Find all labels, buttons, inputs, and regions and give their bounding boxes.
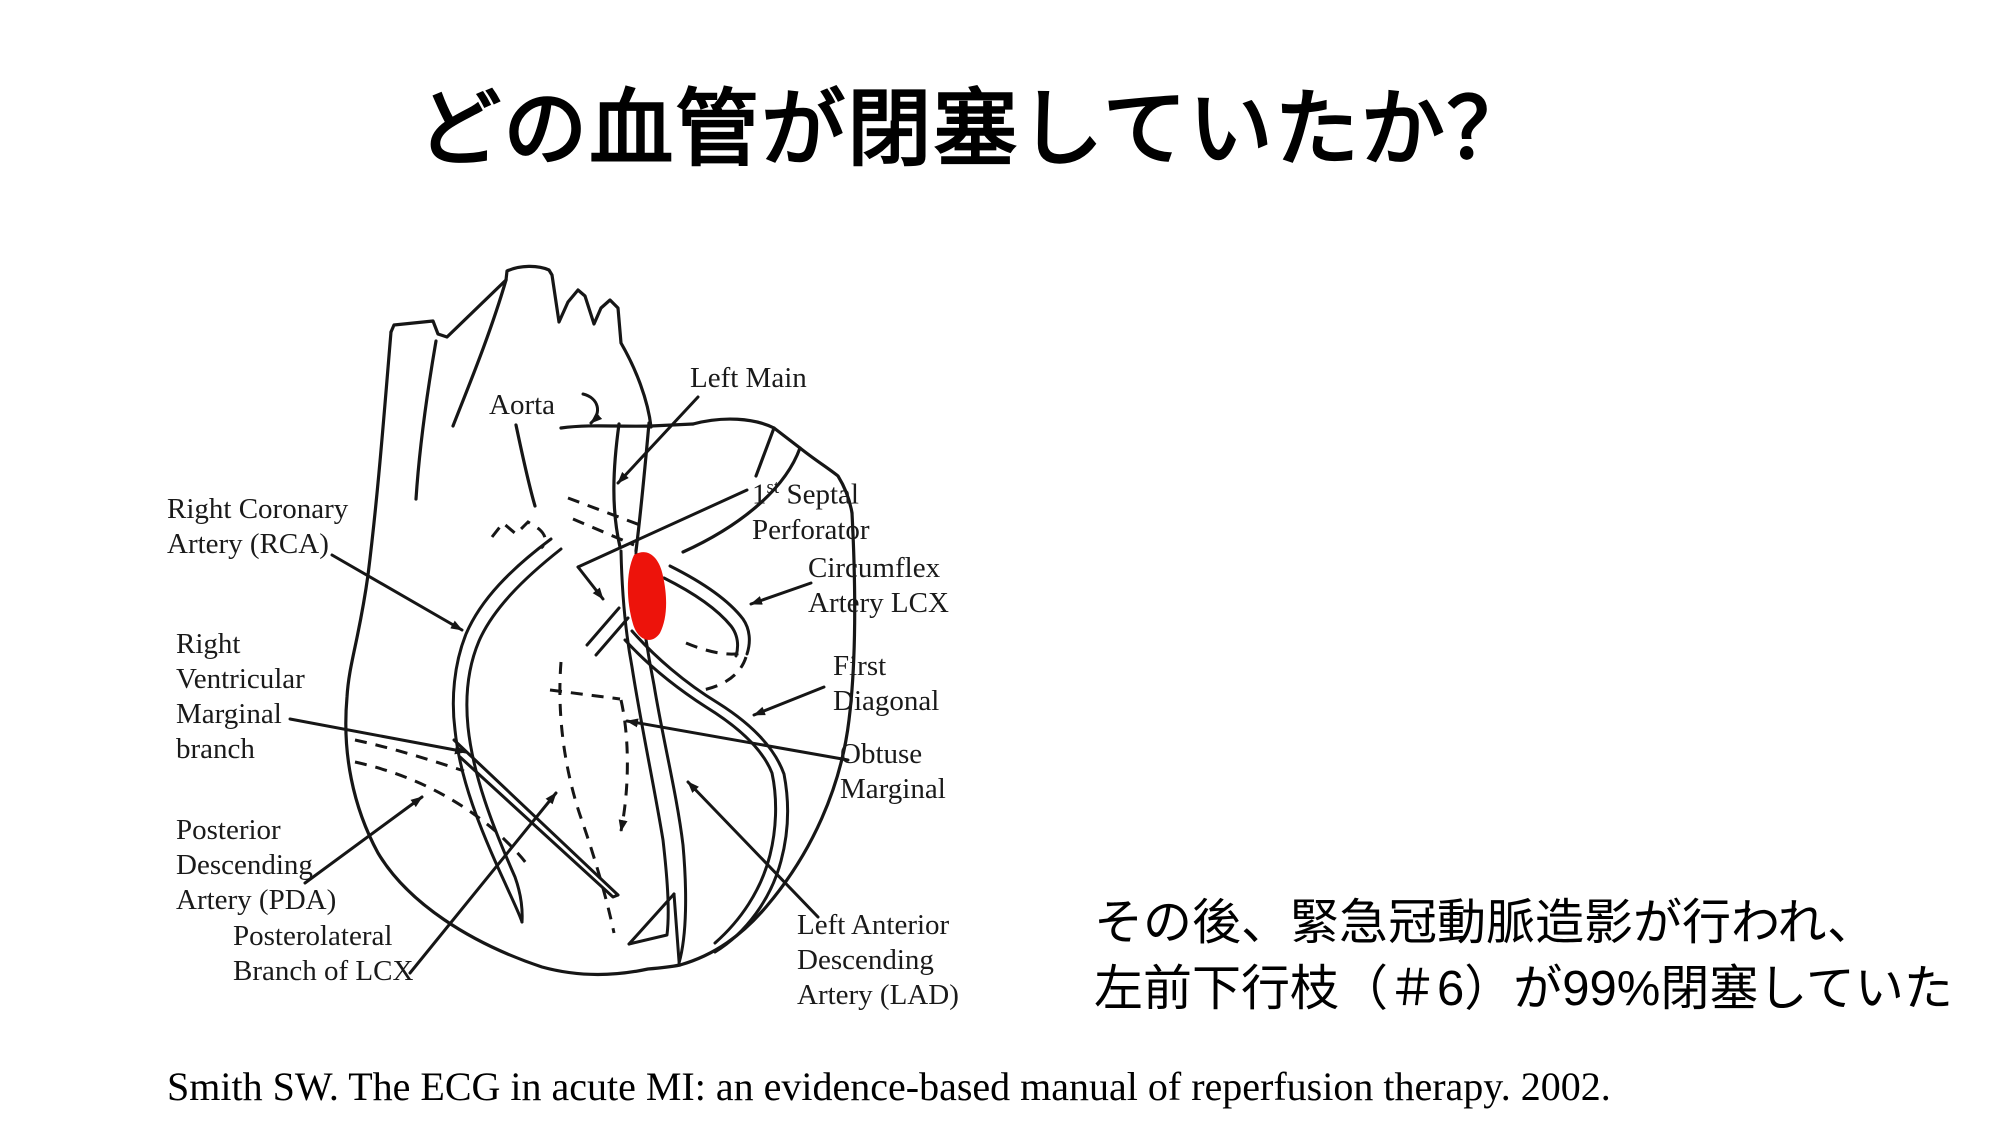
aorta-valve-line (514, 423, 537, 508)
aorta-pointer (581, 392, 603, 425)
rca-origin-dashed (490, 520, 547, 550)
annotation-line2: 左前下行枝（＃6）が99%閉塞していた (1094, 962, 1953, 1016)
heart-diagram (288, 264, 857, 976)
lcx-dashed-arc (685, 641, 747, 656)
pda-arrow (303, 795, 424, 885)
lcx-vessel-b (662, 576, 740, 658)
septal-perforator-vessel-b (594, 616, 630, 657)
label-circumflex: Circumflex Artery LCX (808, 552, 949, 619)
left-main-dashed-2 (572, 517, 635, 547)
left-main-dashed-1 (567, 496, 641, 527)
label-pda: Posterior Descending Artery (PDA) (176, 814, 337, 916)
label-posterolateral: Posterolateral Branch of LCX (233, 920, 414, 987)
svc-inner-line (414, 339, 438, 501)
slide-title: どの血管が閉塞していたか？ (417, 82, 1533, 176)
label-rv-marginal: Right Ventricular Marginal branch (176, 628, 305, 765)
lad-apex-branch-a (627, 892, 676, 946)
circumflex-arrow (749, 581, 813, 606)
svc-prong (389, 278, 508, 339)
heart-left-border (344, 330, 682, 976)
pulmonary-left-edge (612, 422, 622, 549)
aorta-root-left-edge (451, 278, 508, 428)
label-rca: Right Coronary Artery (RCA) (167, 493, 349, 560)
rv-marginal-vessel-b (458, 755, 620, 899)
aortic-arch-crown (504, 264, 653, 429)
atrial-flap (691, 417, 854, 515)
angiography-annotation: その後、緊急冠動脈造影が行われ、 左前下行枝（＃6）が99%閉塞していた (1094, 890, 1953, 1022)
label-left-main: Left Main (690, 362, 807, 394)
label-obtuse-marginal: Obtuse Marginal (840, 738, 946, 805)
atrial-flap-crease (754, 426, 776, 478)
rv-marginal-arrow (288, 717, 468, 755)
occlusion-highlight (627, 552, 667, 640)
diagonal-vessel-outer (630, 629, 790, 954)
label-lad: Left Anterior Descending Artery (LAD) (797, 909, 959, 1011)
rca-arrow (330, 553, 464, 632)
flap-to-lcx-curve (681, 446, 802, 554)
annotation-line1: その後、緊急冠動脈造影が行われ、 (1094, 896, 1877, 950)
diagonal-vessel-inner (623, 638, 778, 945)
septal-perforator-vessel (585, 606, 621, 647)
pda-dashed-main (558, 661, 616, 934)
rca-posterior-dashed-1 (354, 738, 465, 773)
lad-apex-branch-b (672, 892, 681, 963)
lcx-dashed-continuation (697, 656, 748, 693)
posterior-dashed-right (618, 699, 629, 832)
pulmonary-right-edge (634, 421, 651, 553)
septal-arrow (576, 565, 605, 601)
septal-leader (576, 488, 749, 569)
rca-posterior-dashed-2 (354, 760, 528, 864)
label-first-diagonal: First Diagonal (833, 650, 940, 717)
label-aorta: Aorta (489, 389, 556, 421)
lcx-vessel-a (668, 564, 751, 656)
first-diagonal-arrow (752, 685, 826, 717)
lad-arrow (686, 780, 820, 919)
posterolateral-arrow (408, 791, 558, 975)
lad-vessel-left (619, 549, 670, 946)
posterior-dashed-top (549, 688, 621, 701)
rca-vessel-outer (451, 537, 553, 924)
obtuse-marginal-arrow (625, 718, 850, 762)
label-septal-perforator: 1st Septal Perforator (752, 477, 870, 546)
left-main-arrow (616, 395, 700, 485)
rca-vessel-inner (465, 547, 563, 924)
citation: Smith SW. The ECG in acute MI: an eviden… (167, 1064, 1611, 1109)
